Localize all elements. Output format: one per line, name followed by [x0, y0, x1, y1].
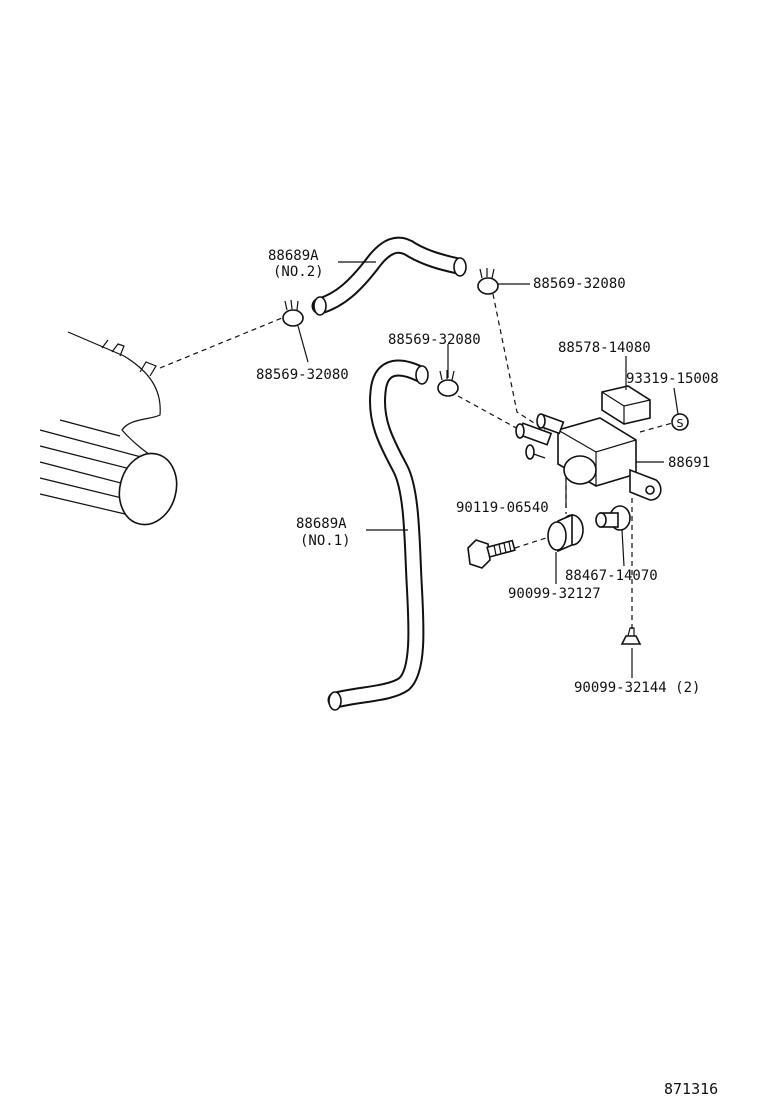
label-screw: 93319-15008 — [626, 371, 719, 387]
bushing-icon — [547, 513, 584, 553]
engine-part-icon — [39, 317, 283, 526]
collar-icon — [595, 505, 631, 531]
nut-icon — [620, 627, 642, 645]
figure-number: 871316 — [664, 1080, 718, 1098]
hose-clamp-left-icon — [282, 299, 304, 327]
label-clamp-top-right: 88569-32080 — [533, 276, 626, 292]
hose-no2-icon — [311, 236, 467, 316]
label-clamp-left: 88569-32080 — [256, 367, 349, 383]
label-filter: 88578-14080 — [558, 340, 651, 356]
screw-icon: S — [671, 413, 689, 431]
label-bolt: 90119-06540 — [456, 500, 549, 516]
leader-lines — [297, 261, 679, 678]
hose-clamp-middle-icon — [437, 370, 459, 397]
label-hose-no2-code: 88689A — [268, 248, 319, 264]
hose-clamp-top-right-icon — [477, 268, 499, 295]
hose-no1-icon — [327, 359, 429, 711]
label-hose-no1-sub: (NO.1) — [300, 533, 351, 549]
label-hose-no2-sub: (NO.2) — [273, 264, 324, 280]
bolt-icon — [467, 539, 516, 569]
svg-text:S: S — [677, 417, 684, 430]
label-vsv: 88691 — [668, 455, 710, 471]
vacuum-switching-valve-icon — [515, 413, 662, 501]
label-collar: 88467-14070 — [565, 568, 658, 584]
label-clamp-middle: 88569-32080 — [388, 332, 481, 348]
label-nut: 90099-32144 (2) — [574, 680, 700, 696]
filter-icon — [601, 385, 651, 425]
label-hose-no1-code: 88689A — [296, 516, 347, 532]
label-bushing: 90099-32127 — [508, 586, 601, 602]
